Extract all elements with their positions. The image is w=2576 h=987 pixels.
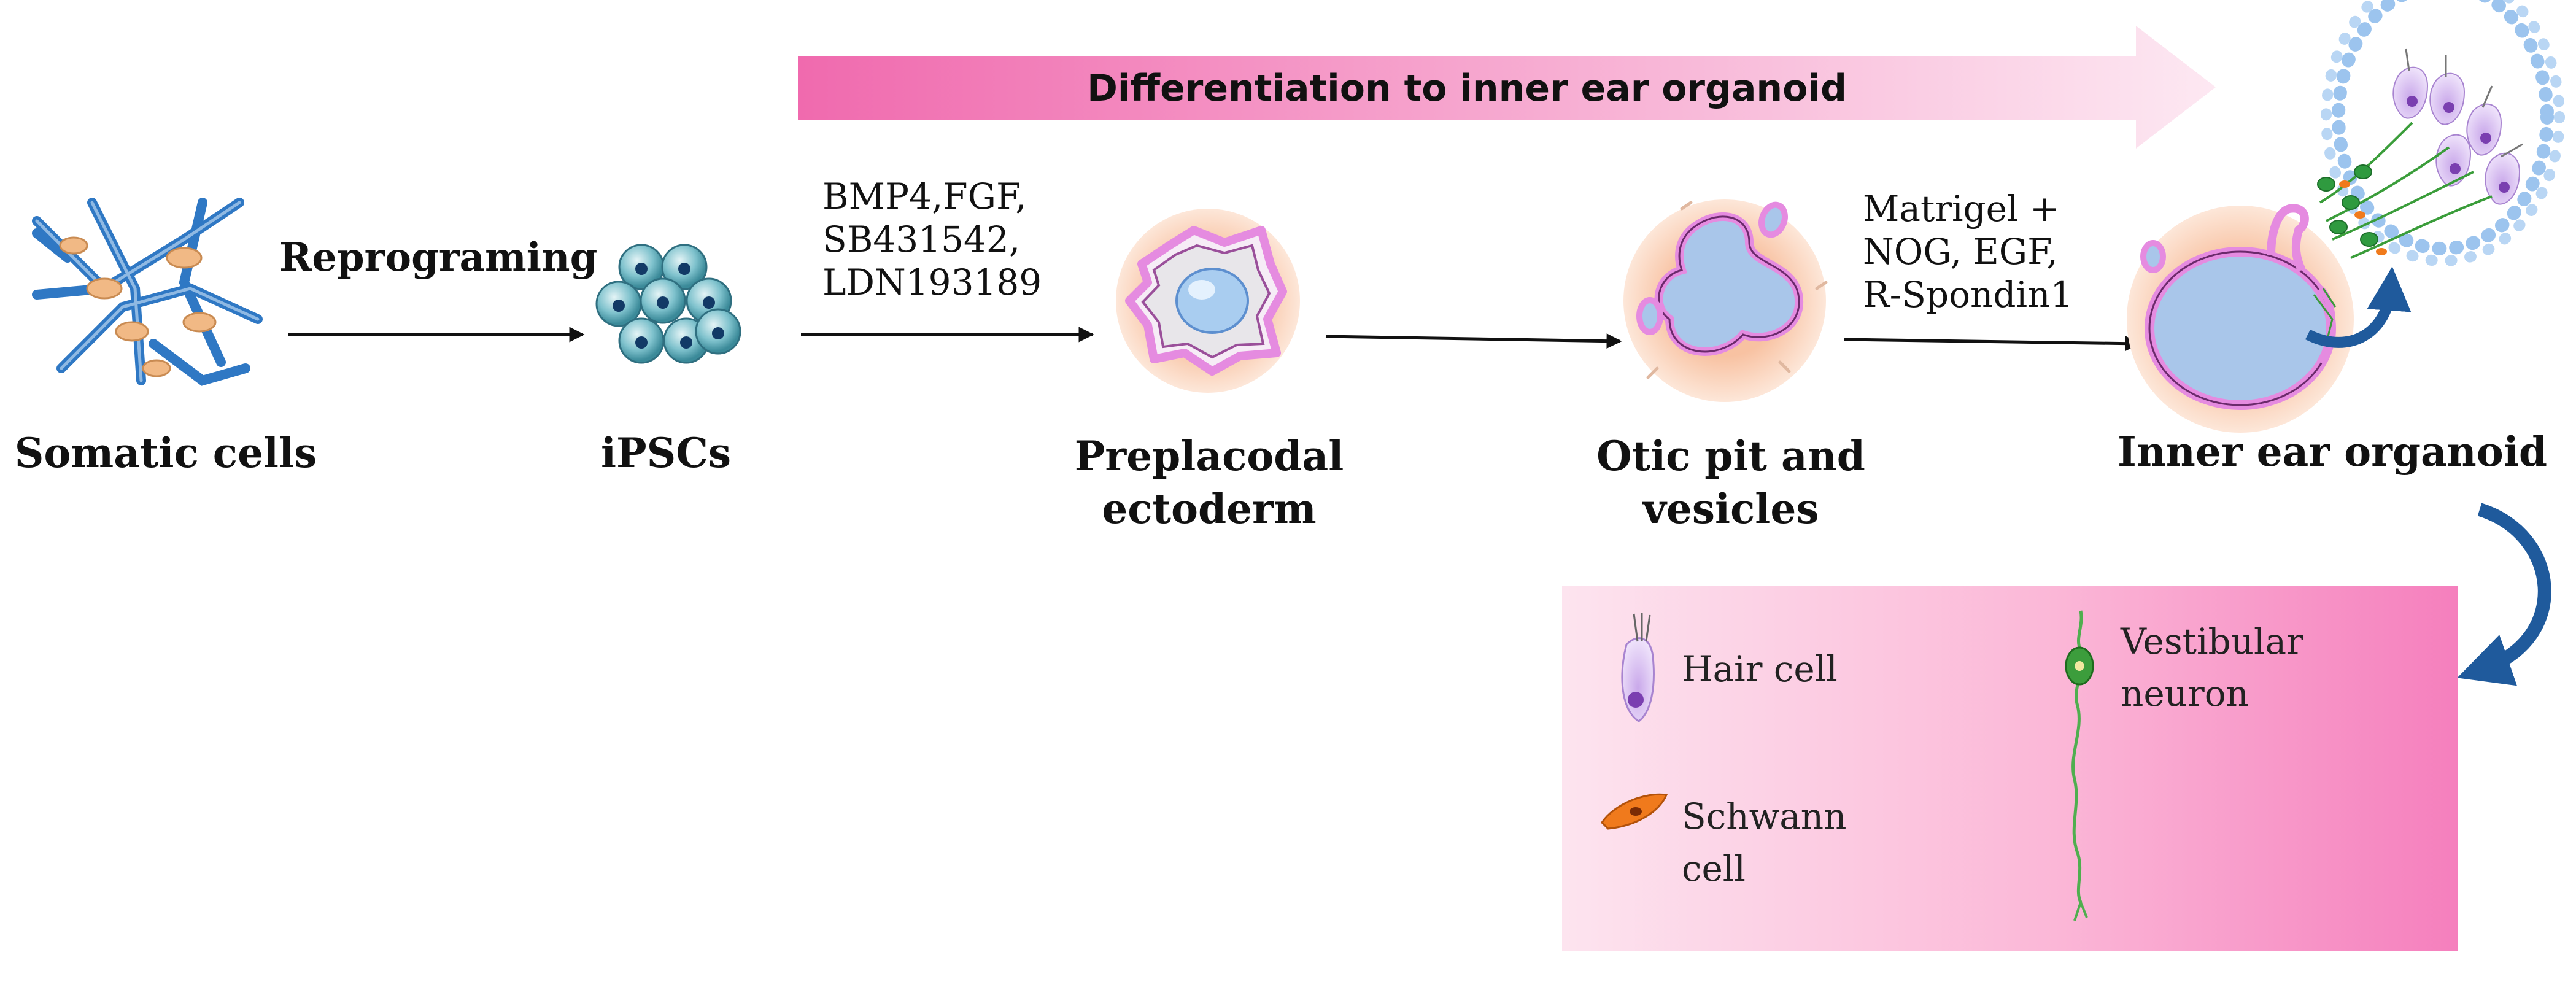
preplacodal-ectoderm-illustration [1116, 209, 1300, 393]
legend-box [1562, 586, 2458, 951]
differentiation-banner: Differentiation to inner ear organoid [798, 56, 2136, 120]
factor-2-line-2: NOG, EGF, [1863, 231, 2058, 273]
legend-neuron-line-2: neuron [2121, 673, 2249, 714]
organoid-zoom-illustration [2317, 0, 2565, 266]
schwann-cell-icon [1601, 793, 1668, 830]
arrow-step-4 [1844, 336, 2141, 352]
stage-inner-ear-organoid: Inner ear organoid [2117, 428, 2548, 476]
factor-2-line-3: R-Spondin1 [1863, 274, 2073, 315]
factor-1-line-3: LDN193189 [822, 261, 1042, 303]
stage-otic-line-2: vesicles [1642, 485, 1819, 533]
curved-arrow-legend [2457, 503, 2551, 686]
stage-preplacodal-line-2: ectoderm [1102, 485, 1317, 533]
factor-1-line-2: SB431542, [822, 219, 1021, 260]
inner-ear-organoid-illustration [2127, 204, 2354, 433]
stage-preplacodal-line-1: Preplacodal [1074, 432, 1344, 480]
stage-somatic-cells: Somatic cells [14, 429, 317, 477]
hair-cell-icon [1621, 613, 1655, 722]
somatic-cells-illustration [32, 198, 263, 386]
reprograming-label: Reprograming [279, 234, 598, 281]
otic-pit-illustration [1623, 199, 1828, 402]
banner-label: Differentiation to inner ear organoid [1087, 67, 1847, 110]
legend-hair-cell-label: Hair cell [1682, 648, 1838, 690]
legend-schwann-line-1: Schwann [1682, 795, 1847, 837]
legend-schwann-line-2: cell [1682, 848, 1746, 889]
stage-ipscs: iPSCs [600, 429, 732, 477]
stage-otic-line-1: Otic pit and [1596, 432, 1865, 480]
arrow-step-3 [1325, 333, 1622, 349]
legend-neuron-line-1: Vestibular [2121, 621, 2303, 662]
curved-arrow-zoom [2305, 266, 2412, 348]
ipsc-cluster-illustration [595, 244, 741, 364]
factor-2-line-1: Matrigel + [1863, 188, 2060, 230]
vestibular-neuron-icon [2065, 610, 2094, 921]
factor-1-line-1: BMP4,FGF, [822, 176, 1027, 217]
